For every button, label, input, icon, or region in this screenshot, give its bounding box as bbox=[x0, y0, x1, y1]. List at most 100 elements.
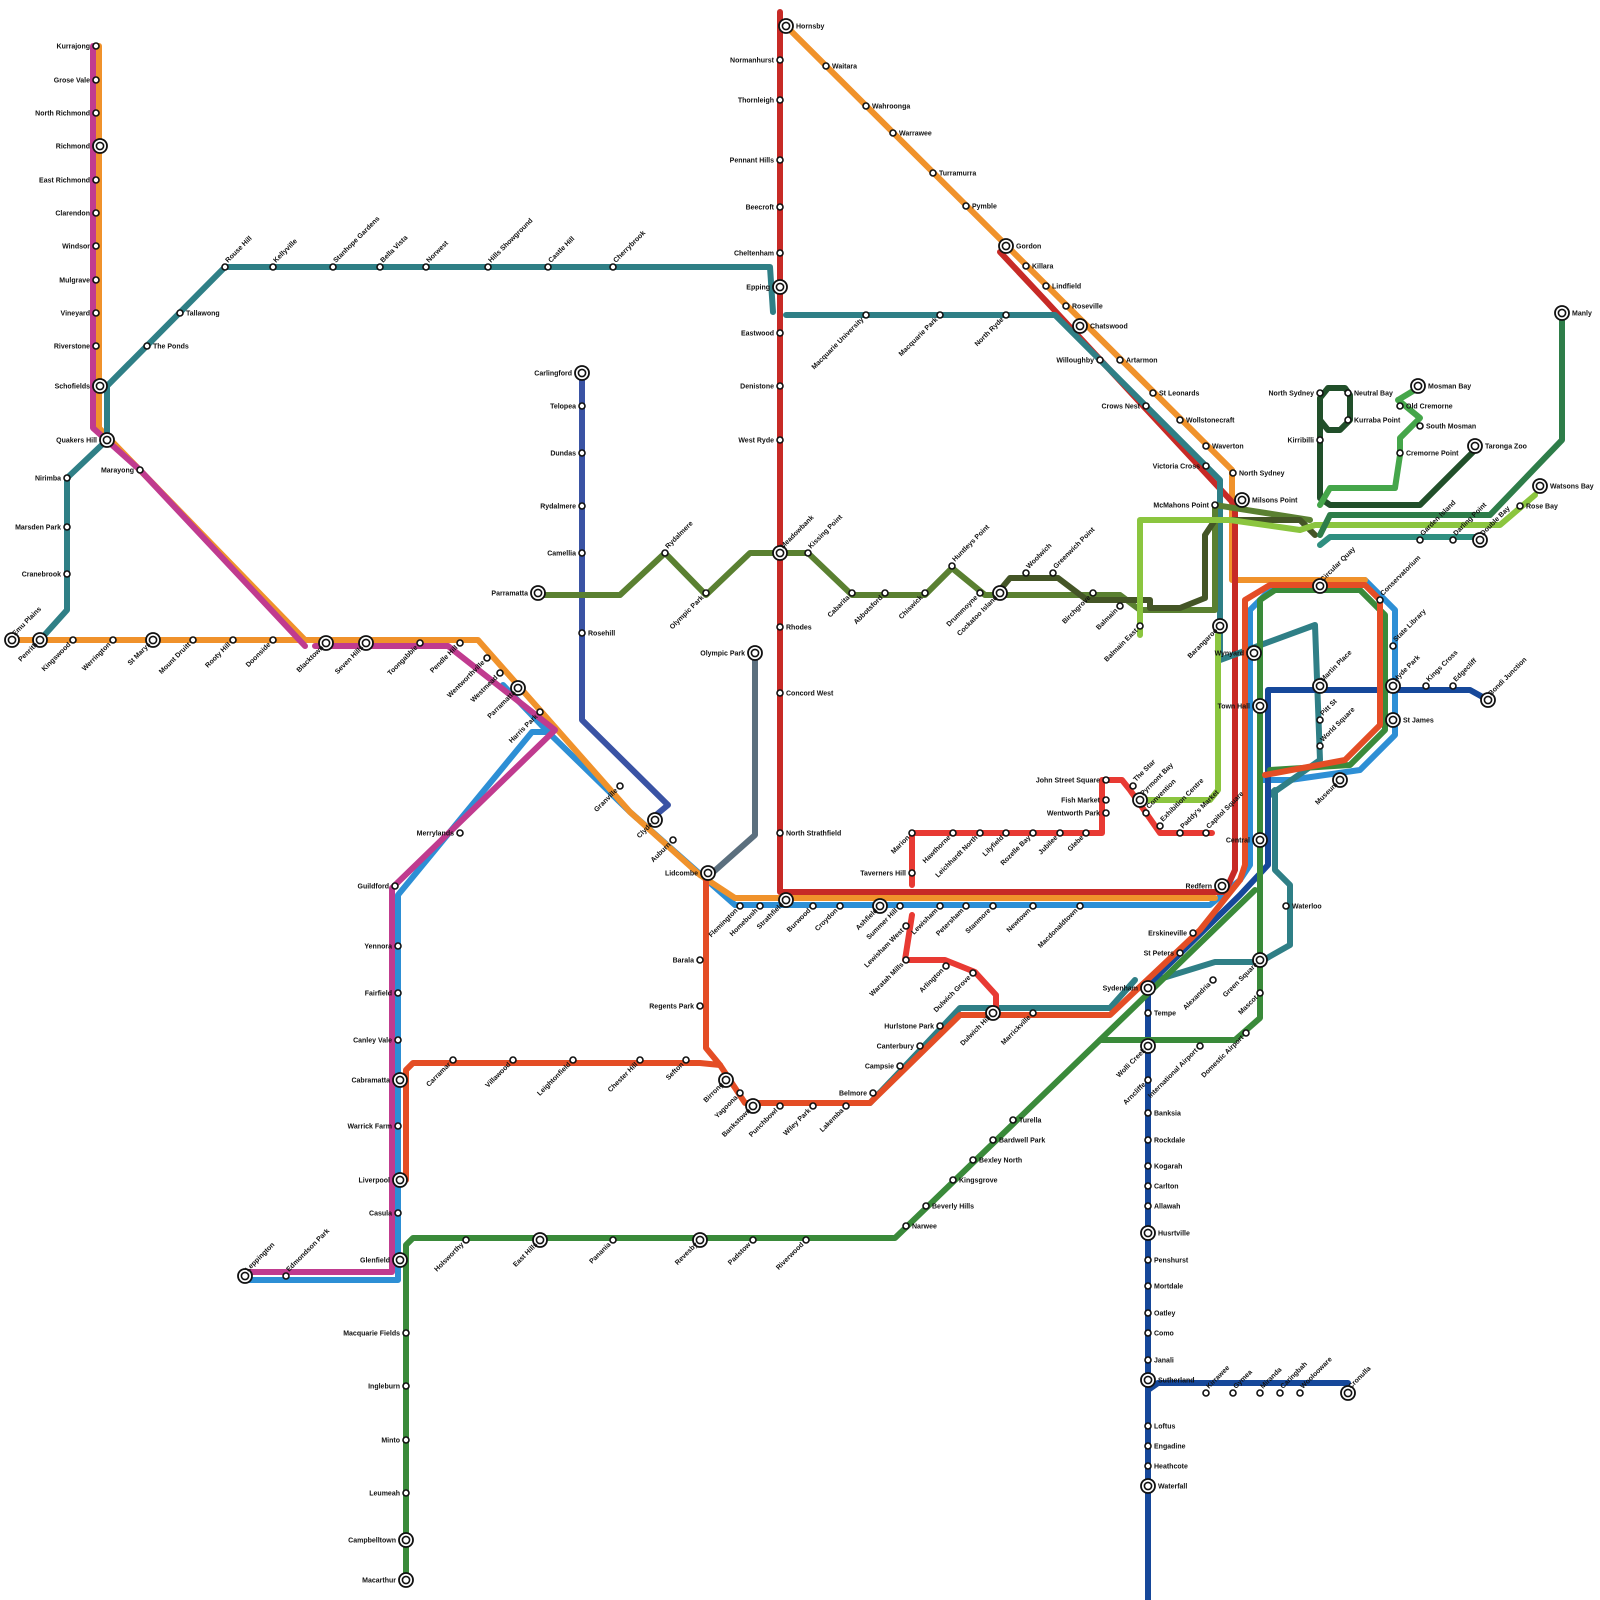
station-wahroonga[interactable]: Wahroonga bbox=[862, 102, 910, 111]
station-heathcote[interactable]: Heathcote bbox=[1144, 1462, 1188, 1471]
station-warrawee[interactable]: Warrawee bbox=[889, 129, 932, 138]
station-canterbury[interactable]: Canterbury bbox=[877, 1042, 924, 1051]
station-beecroft[interactable]: Beecroft bbox=[746, 203, 784, 212]
station-st-leonards[interactable]: St Leonards bbox=[1149, 389, 1200, 398]
station-hornsby[interactable]: Hornsby bbox=[778, 18, 825, 34]
station-balmain[interactable]: Balmain bbox=[1095, 602, 1124, 632]
station-vineyard[interactable]: Vineyard bbox=[61, 309, 100, 318]
station-fish-market[interactable]: Fish Market bbox=[1061, 796, 1110, 805]
station-caringbah[interactable]: Caringbah bbox=[1276, 1361, 1309, 1397]
station-riverstone[interactable]: Riverstone bbox=[54, 342, 100, 351]
station-bardwell-park[interactable]: Bardwell Park bbox=[989, 1136, 1045, 1145]
station-grose-vale[interactable]: Grose Vale bbox=[54, 76, 100, 85]
station-lakemba[interactable]: Lakemba bbox=[819, 1102, 850, 1134]
station-campbelltown[interactable]: Campbelltown bbox=[348, 1532, 414, 1548]
station-waterfall[interactable]: Waterfall bbox=[1140, 1478, 1187, 1494]
station-greenwich-point[interactable]: Greenwich Point bbox=[1049, 526, 1097, 577]
station-rosehill[interactable]: Rosehill bbox=[578, 629, 615, 638]
station-jannali[interactable]: Janali bbox=[1144, 1356, 1174, 1365]
station-guildford[interactable]: Guildford bbox=[358, 882, 399, 891]
station-kingsgrove[interactable]: Kingsgrove bbox=[949, 1176, 998, 1185]
station-wiley-park[interactable]: Wiley Park bbox=[782, 1102, 817, 1137]
station-macquarie-university[interactable]: Macquarie University bbox=[811, 311, 870, 371]
station-macquarie-fields[interactable]: Macquarie Fields bbox=[343, 1329, 410, 1338]
station-clarendon[interactable]: Clarendon bbox=[55, 209, 100, 218]
station-allawah[interactable]: Allawah bbox=[1144, 1202, 1180, 1211]
station-warrick-farm[interactable]: Warrick Farm bbox=[348, 1122, 402, 1131]
station-pymble[interactable]: Pymble bbox=[962, 202, 997, 211]
station-richmond[interactable]: Richmond bbox=[56, 138, 108, 154]
station-schofields[interactable]: Schofields bbox=[55, 378, 108, 394]
station-exhibition-centre[interactable]: Exhibition Centre bbox=[1156, 777, 1205, 830]
station-sutherland[interactable]: Sutherland bbox=[1140, 1372, 1195, 1388]
station-wentworth-park[interactable]: Wentworth Park bbox=[1047, 809, 1110, 818]
station-willoughby[interactable]: Willoughby bbox=[1056, 356, 1104, 365]
station-town-hall[interactable]: Town Hall bbox=[1217, 698, 1268, 714]
station-parramatta-wharf[interactable]: Parramatta bbox=[491, 585, 546, 601]
station-fairfield[interactable]: Fairfield bbox=[365, 989, 402, 998]
station-milsons-point[interactable]: Milsons Point bbox=[1234, 492, 1298, 508]
station-barala[interactable]: Barala bbox=[673, 956, 704, 965]
station-tempe[interactable]: Tempe bbox=[1144, 1009, 1176, 1018]
station-dundas[interactable]: Dundas bbox=[550, 449, 586, 458]
station-kurraba-point[interactable]: Kurraba Point bbox=[1344, 416, 1401, 425]
station-john-street-square[interactable]: John Street Square bbox=[1036, 776, 1110, 785]
station-banksia[interactable]: Banksia bbox=[1144, 1109, 1181, 1118]
station-wollstonecraft[interactable]: Wollstonecraft bbox=[1176, 416, 1235, 425]
station-st-james[interactable]: St James bbox=[1385, 712, 1434, 728]
station-cremorne-point[interactable]: Cremorne Point bbox=[1396, 449, 1459, 458]
station-beverly-hills[interactable]: Beverly Hills bbox=[922, 1202, 974, 1211]
station-manly[interactable]: Manly bbox=[1554, 305, 1592, 321]
station-international-airport[interactable]: International Airport bbox=[1147, 1042, 1204, 1100]
station-gordon[interactable]: Gordon bbox=[998, 238, 1041, 254]
station-waitara[interactable]: Waitara bbox=[822, 62, 857, 71]
station-edgecliff[interactable]: Edgecliff bbox=[1449, 657, 1479, 690]
station-concord-west[interactable]: Concord West bbox=[776, 689, 834, 698]
station-panania[interactable]: Panania bbox=[588, 1236, 617, 1265]
station-taronga-zoo[interactable]: Taronga Zoo bbox=[1467, 438, 1527, 454]
station-alexandria[interactable]: Alexandria bbox=[1182, 976, 1217, 1012]
station-the-ponds[interactable]: The Ponds bbox=[143, 342, 189, 351]
station-redfern[interactable]: Redfern bbox=[1186, 878, 1230, 894]
station-narwee[interactable]: Narwee bbox=[902, 1222, 937, 1231]
station-bexley-north[interactable]: Bexley North bbox=[969, 1156, 1022, 1165]
station-cabarita[interactable]: Cabarita bbox=[827, 589, 856, 619]
station-cheltenham[interactable]: Cheltenham bbox=[734, 249, 784, 258]
station-leichhardt-north[interactable]: Leichhardt North bbox=[935, 829, 984, 879]
station-turella[interactable]: Turella bbox=[1009, 1116, 1042, 1125]
station-crows-nest[interactable]: Crows Nest bbox=[1101, 402, 1150, 411]
station-north-sydney[interactable]: North Sydney bbox=[1229, 469, 1285, 478]
station-clyde[interactable]: Clyde bbox=[636, 812, 663, 840]
station-waverton[interactable]: Waverton bbox=[1202, 442, 1244, 451]
station-rydalmere-stop[interactable]: Rydalmere bbox=[540, 502, 586, 511]
station-rhodes[interactable]: Rhodes bbox=[776, 623, 812, 632]
station-lindfield[interactable]: Lindfield bbox=[1042, 282, 1081, 291]
station-windsor[interactable]: Windsor bbox=[62, 242, 100, 251]
station-normanhurst[interactable]: Normanhurst bbox=[730, 56, 784, 65]
station-west-ryde[interactable]: West Ryde bbox=[738, 436, 784, 445]
station-conservatorium[interactable]: Conservatorium bbox=[1376, 555, 1422, 604]
station-kurrajong[interactable]: Kurrajong bbox=[57, 42, 100, 51]
station-north-sydney-wharf[interactable]: North Sydney bbox=[1268, 389, 1324, 398]
station-telopea[interactable]: Telopea bbox=[550, 402, 586, 411]
station-killara[interactable]: Killara bbox=[1022, 262, 1054, 271]
station-carlingford[interactable]: Carlingford bbox=[534, 365, 590, 381]
station-quakers-hill[interactable]: Quakers Hill bbox=[56, 432, 115, 448]
station-neutral-bay[interactable]: Neutral Bay bbox=[1344, 389, 1393, 398]
station-lewisham-west[interactable]: Lewisham West bbox=[863, 922, 910, 969]
station-mulgrave[interactable]: Mulgrave bbox=[59, 276, 100, 285]
station-rydalmere-wharf[interactable]: Rydalmere bbox=[661, 520, 695, 557]
station-olympic-park[interactable]: Olympic Park bbox=[700, 645, 763, 661]
station-woolwich[interactable]: Woolwich bbox=[1022, 542, 1053, 577]
station-waterloo[interactable]: Waterloo bbox=[1282, 902, 1322, 911]
station-marayong[interactable]: Marayong bbox=[101, 466, 144, 475]
station-glenfield[interactable]: Glenfield bbox=[360, 1252, 408, 1268]
station-penshurst[interactable]: Penshurst bbox=[1144, 1256, 1189, 1265]
station-canley-vale[interactable]: Canley Vale bbox=[353, 1036, 402, 1045]
station-drummoyne[interactable]: Drummoyne bbox=[946, 589, 984, 628]
station-mosman-bay[interactable]: Mosman Bay bbox=[1410, 378, 1471, 394]
station-central[interactable]: Central bbox=[1226, 832, 1268, 848]
station-eastwood[interactable]: Eastwood bbox=[741, 329, 784, 338]
station-cranebrook[interactable]: Cranebrook bbox=[22, 570, 71, 579]
station-riverwood[interactable]: Riverwood bbox=[775, 1236, 810, 1272]
